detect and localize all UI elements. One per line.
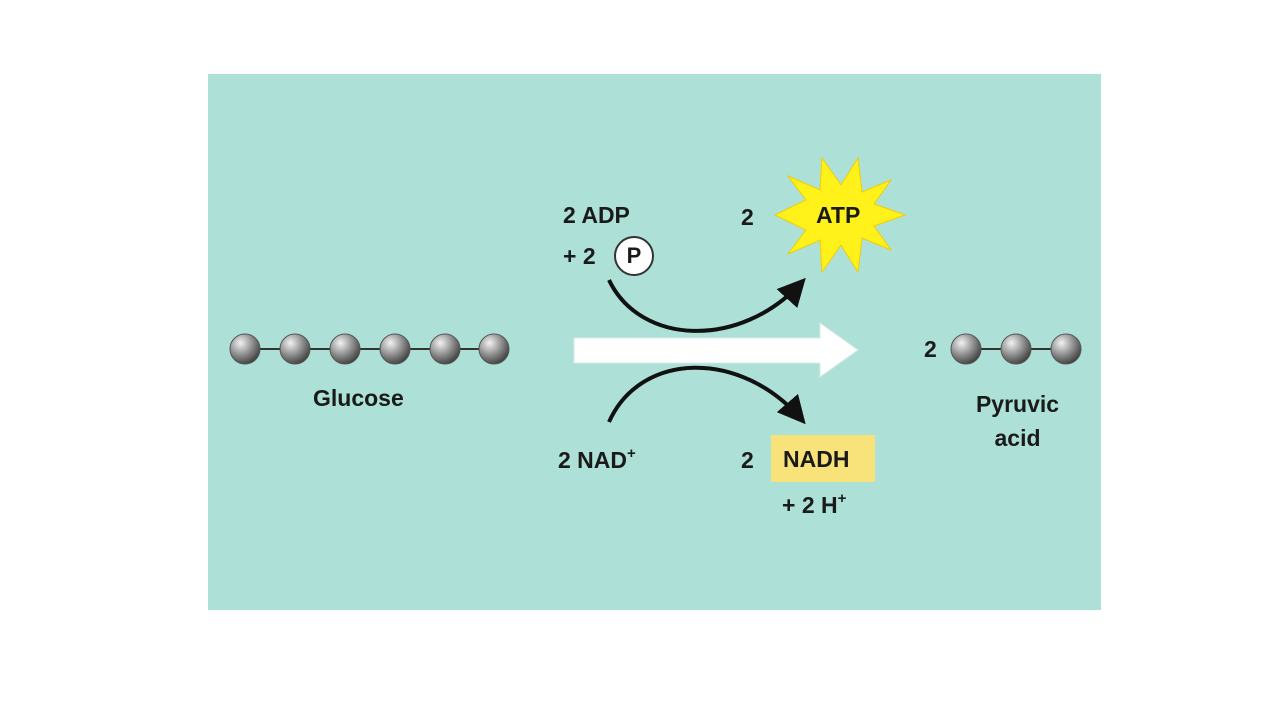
- glucose-label: Glucose: [313, 385, 404, 411]
- nad-text: 2 NAD: [558, 447, 628, 473]
- pyruvic-label-line1: Pyruvic: [975, 391, 1060, 417]
- glucose-carbon-3: [329, 333, 361, 365]
- nadh-coefficient: 2: [741, 447, 754, 473]
- glucose-carbon-1: [229, 333, 261, 365]
- hydrogen-label: + 2 H+: [782, 491, 846, 518]
- glucose-carbon-5: [429, 333, 461, 365]
- pyruvic-carbon-3: [1050, 333, 1082, 365]
- nad-charge: +: [627, 445, 636, 462]
- pyruvic-acid-label: Pyruvic acid: [945, 387, 1090, 455]
- glucose-carbon-2: [279, 333, 311, 365]
- hydrogen-charge: +: [837, 490, 847, 507]
- pyruvic-acid-molecule: [950, 333, 1082, 365]
- glucose-carbon-6: [478, 333, 510, 365]
- atp-coefficient: 2: [741, 204, 754, 230]
- nadh-highlight-box: [771, 435, 875, 482]
- pyruvic-coefficient: 2: [924, 336, 937, 362]
- adp-to-atp-arrow: [607, 277, 806, 333]
- main-reaction-arrow: [573, 322, 859, 378]
- atp-label: ATP: [816, 202, 861, 228]
- glucose-carbon-4: [379, 333, 411, 365]
- nad-to-nadh-arrow: [607, 365, 806, 425]
- adp-label: 2 ADP: [563, 202, 630, 228]
- nad-label: 2 NAD+: [558, 446, 636, 473]
- nadh-label: NADH: [783, 446, 850, 472]
- pyruvic-carbon-2: [1000, 333, 1032, 365]
- pyruvic-carbon-1: [950, 333, 982, 365]
- pyruvic-label-line2: acid: [994, 425, 1041, 451]
- phosphate-prefix: + 2: [563, 243, 596, 269]
- phosphate-circle-icon: P: [614, 236, 654, 276]
- glucose-molecule: [229, 333, 510, 365]
- hydrogen-text: + 2 H: [782, 492, 838, 518]
- atp-starburst-icon: [773, 156, 907, 274]
